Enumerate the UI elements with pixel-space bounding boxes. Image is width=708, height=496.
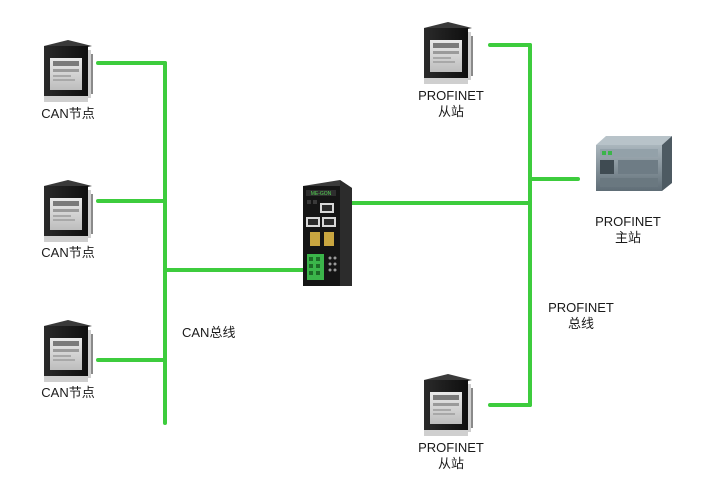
can-node-label-2: CAN节点	[38, 245, 98, 261]
gateway-brand: ME-GON	[311, 191, 332, 197]
can-node-device-3	[44, 320, 93, 382]
profinet-slave-label-bottom-line1: PROFINET	[418, 440, 484, 455]
can-node-label-1-text: CAN节点	[41, 106, 95, 121]
profinet-bus-label: PROFINET 总线	[544, 300, 618, 332]
profinet-slave-label-top-line1: PROFINET	[418, 88, 484, 103]
profinet-master-label: PROFINET 主站	[590, 214, 666, 246]
can-node-label-1: CAN节点	[38, 106, 98, 122]
can-node-label-3-text: CAN节点	[41, 385, 95, 400]
can-node-device-2	[44, 180, 93, 242]
can-bus-label-text: CAN总线	[182, 325, 236, 340]
profinet-bus-label-line1: PROFINET	[548, 300, 614, 315]
profinet-slave-label-top: PROFINET 从站	[414, 88, 488, 120]
profinet-slave-device-bottom	[424, 374, 473, 436]
can-bus-label: CAN总线	[182, 325, 252, 341]
can-bus-wires	[96, 61, 305, 425]
profinet-bus-label-line2: 总线	[567, 316, 594, 331]
profinet-master-label-line2: 主站	[614, 230, 641, 245]
gateway-device: ME-GON	[303, 180, 352, 286]
profinet-slave-label-top-line2: 从站	[437, 104, 464, 119]
profinet-master-label-line1: PROFINET	[595, 214, 661, 229]
profinet-bus-wires	[350, 43, 580, 407]
profinet-slave-label-bottom: PROFINET 从站	[414, 440, 488, 472]
profinet-slave-device-top	[424, 22, 473, 84]
can-node-label-3: CAN节点	[38, 385, 98, 401]
profinet-master-plc	[596, 136, 672, 191]
can-node-device-1	[44, 40, 93, 102]
can-node-label-2-text: CAN节点	[41, 245, 95, 260]
profinet-slave-label-bottom-line2: 从站	[437, 456, 464, 471]
